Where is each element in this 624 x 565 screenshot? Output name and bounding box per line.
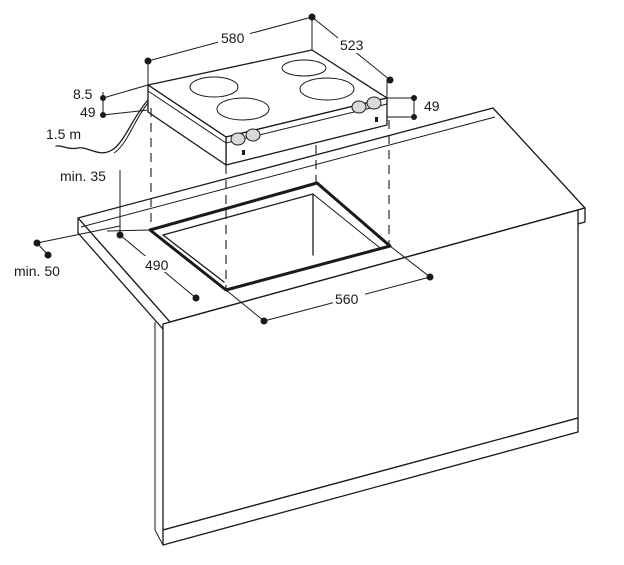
- power-cable: [55, 99, 149, 154]
- cabinet: [77, 107, 586, 546]
- dimension-labels: 580 523 8.5 49 49 1.5 m min. 35 min. 50 …: [14, 30, 440, 307]
- label-cutout-width: 560: [335, 291, 359, 307]
- cabinet-plinth: [162, 417, 579, 546]
- dimension-lines: [33, 13, 434, 325]
- hob: [55, 49, 388, 166]
- cooking-zone-front-middle: [216, 97, 270, 121]
- knob-icon: [230, 96, 382, 146]
- label-body-height-right: 49: [424, 98, 440, 114]
- label-glass-thickness: 8.5: [73, 86, 93, 102]
- label-cable-length: 1.5 m: [46, 126, 81, 142]
- label-width-top: 580: [221, 30, 245, 46]
- cooking-zone-front-left: [189, 76, 239, 98]
- label-body-height-left: 49: [80, 104, 96, 120]
- cooking-zone-back-right: [281, 59, 327, 77]
- label-min-front-gap: min. 35: [60, 168, 106, 184]
- cooking-zone-front-right: [299, 77, 355, 101]
- label-cutout-depth: 490: [145, 257, 169, 273]
- label-depth-top: 523: [340, 37, 364, 53]
- projection-lines: [150, 108, 390, 290]
- label-min-back-gap: min. 50: [14, 263, 60, 279]
